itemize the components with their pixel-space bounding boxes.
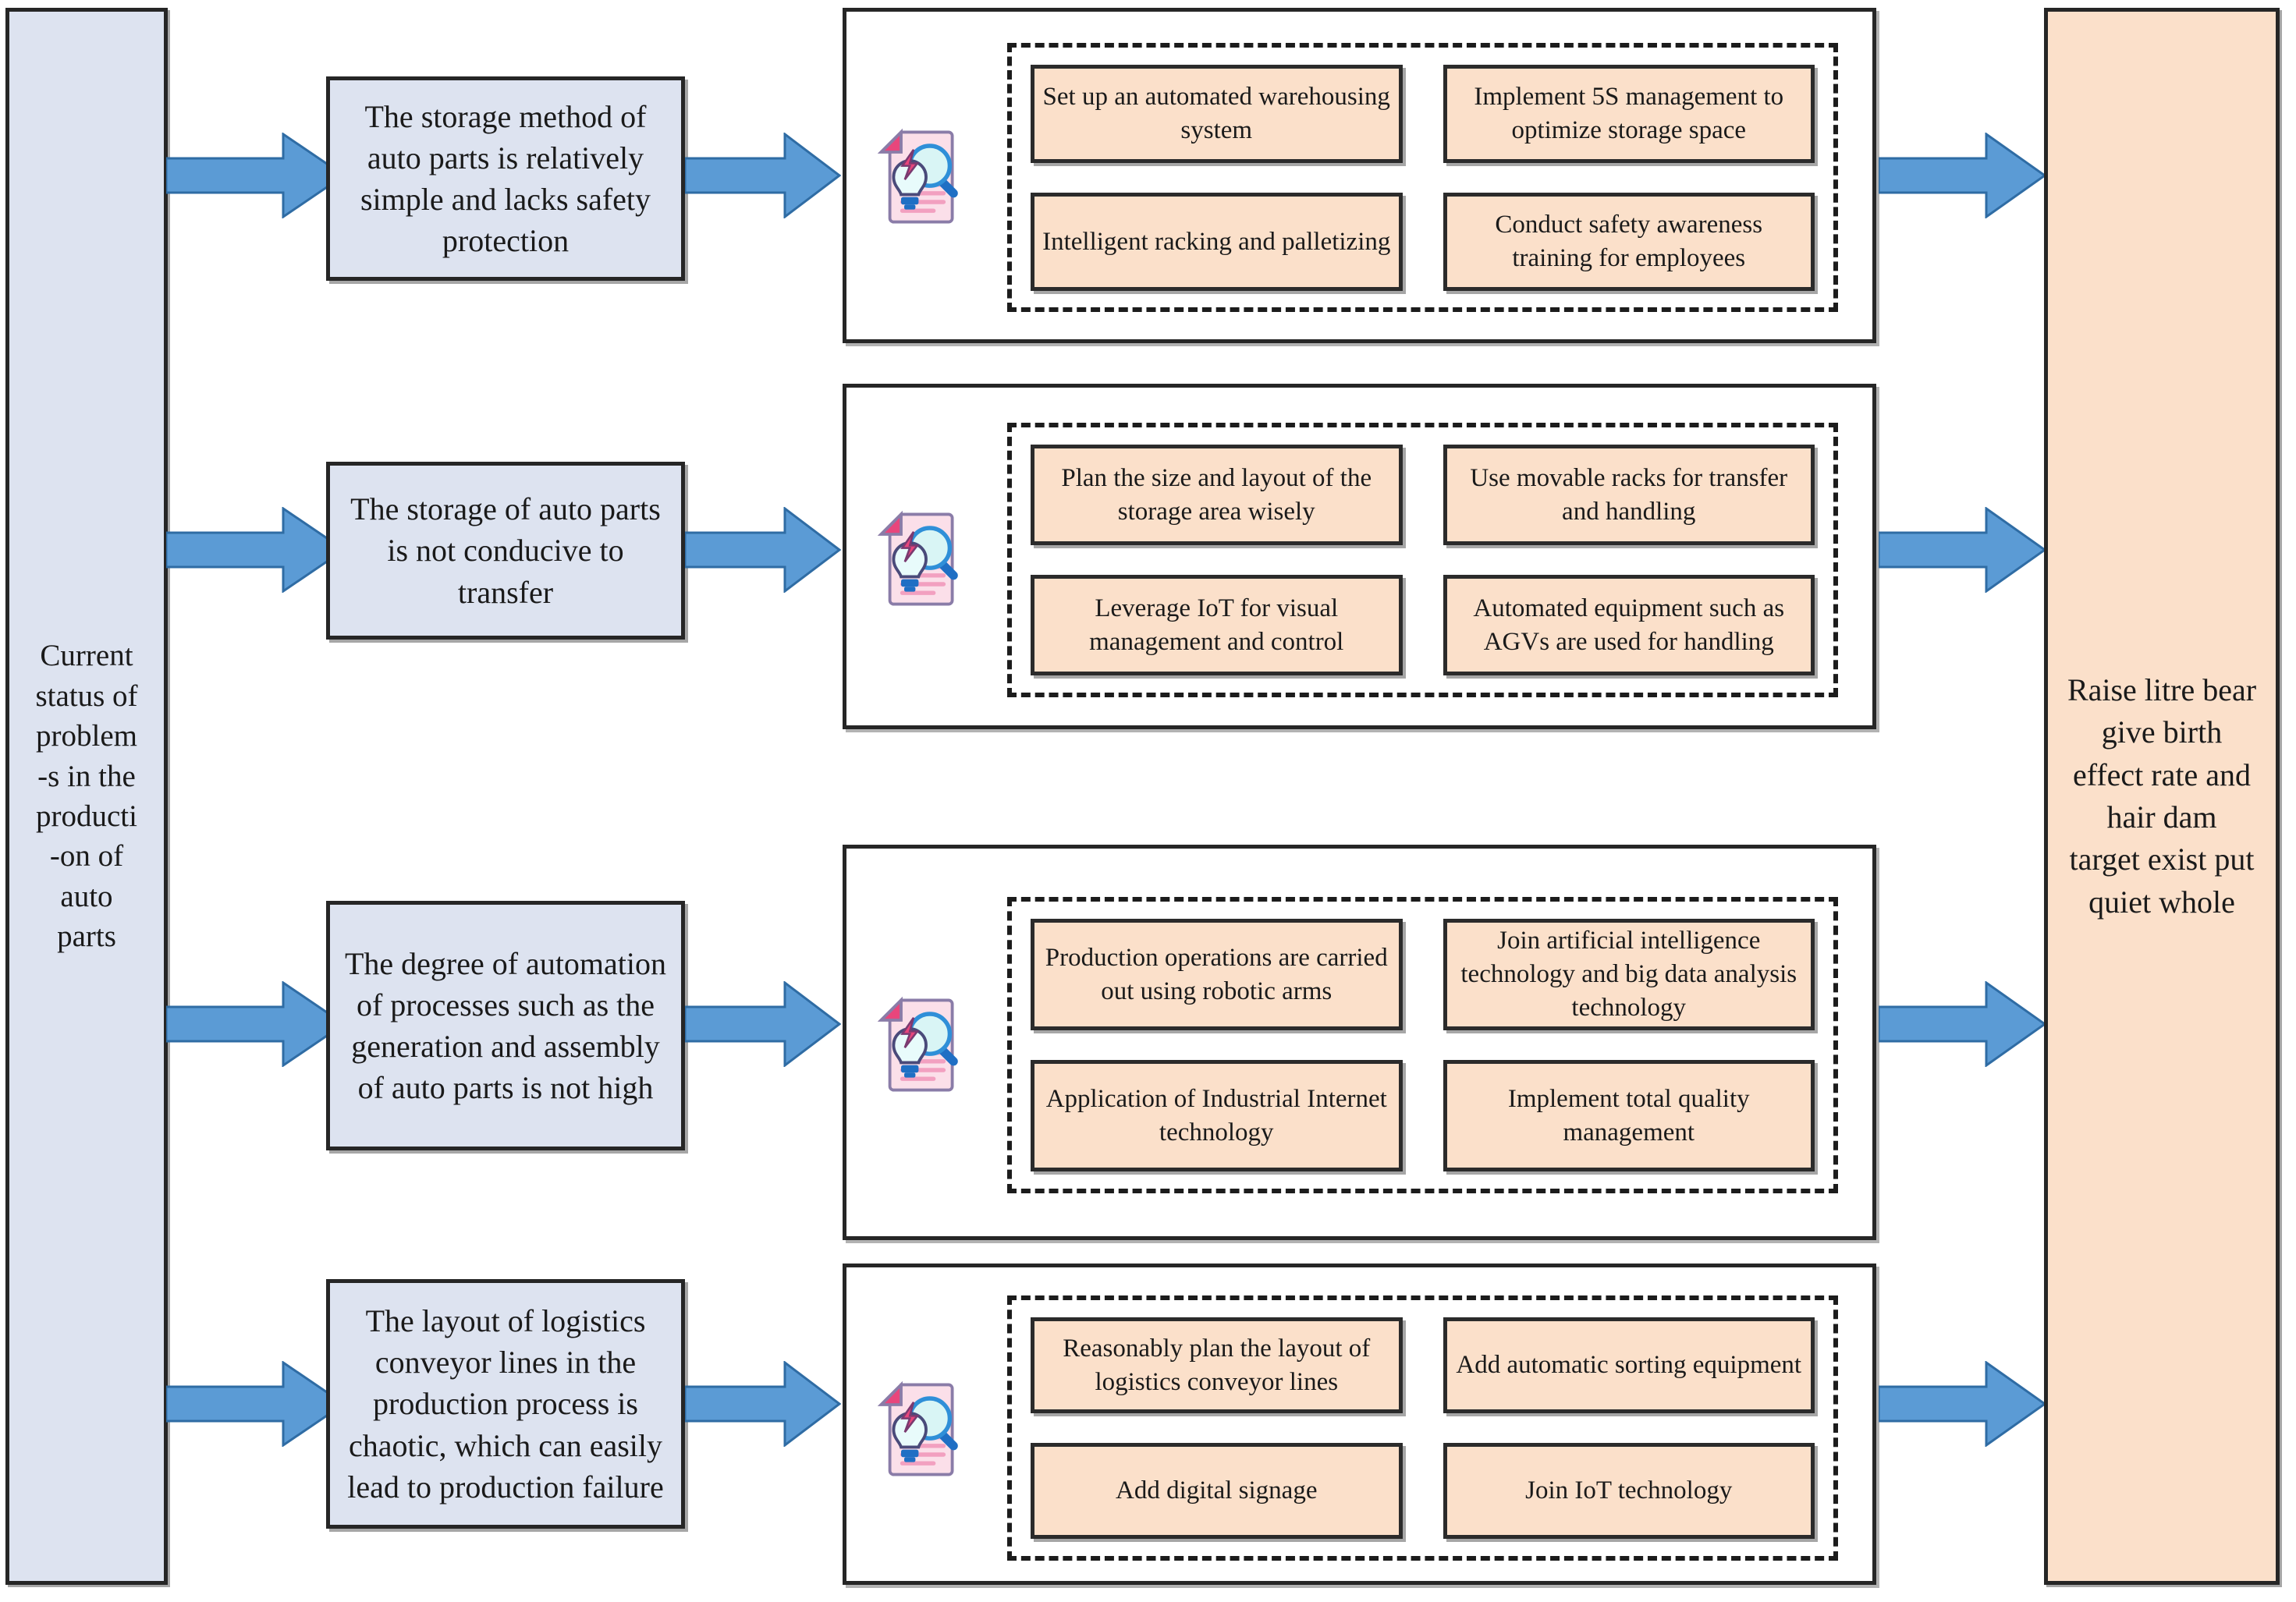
solution-card-label: Production operations are carried out us… bbox=[1045, 943, 1388, 1005]
solution-card-label: Conduct safety awareness training for em… bbox=[1495, 211, 1763, 272]
solution-card-label: Implement 5S management to optimize stor… bbox=[1474, 83, 1784, 144]
solution-dashed-border-1 bbox=[1007, 43, 1838, 312]
solution-grid-4: Reasonably plan the layout of logistics … bbox=[1031, 1317, 1815, 1539]
solution-card: Reasonably plan the layout of logistics … bbox=[1031, 1317, 1403, 1413]
solution-dashed-border-2 bbox=[1007, 423, 1838, 697]
solution-group-4: Reasonably plan the layout of logistics … bbox=[843, 1264, 1876, 1585]
problem-box-1-label: The storage method of auto parts is rela… bbox=[360, 98, 651, 259]
solution-group-3: Production operations are carried out us… bbox=[843, 845, 1876, 1240]
problem-box-4-label: The layout of logistics conveyor lines i… bbox=[347, 1303, 664, 1505]
solution-dashed-border-4 bbox=[1007, 1295, 1838, 1561]
solution-card: Join artificial intelligence technology … bbox=[1443, 919, 1815, 1030]
problem-box-3: The degree of automation of processes su… bbox=[326, 901, 685, 1150]
solution-card-label: Join IoT technology bbox=[1525, 1476, 1733, 1505]
solution-group-2: Plan the size and layout of the storage … bbox=[843, 384, 1876, 729]
solution-card-label: Use movable racks for transfer and handl… bbox=[1470, 463, 1788, 526]
solution-card: Plan the size and layout of the storage … bbox=[1031, 445, 1403, 545]
solution-group-1: Set up an automated warehousing system I… bbox=[843, 8, 1876, 343]
problem-box-2: The storage of auto parts is not conduci… bbox=[326, 462, 685, 640]
document-analysis-idea-icon bbox=[864, 1367, 988, 1492]
arrow-problem-4-to-solutions bbox=[685, 1361, 841, 1447]
solution-card: Automated equipment such as AGVs are use… bbox=[1443, 575, 1815, 675]
solution-card-label: Join artificial intelligence technology … bbox=[1460, 927, 1797, 1022]
arrow-problem-2-to-solutions bbox=[685, 507, 841, 593]
document-analysis-idea-icon bbox=[864, 983, 988, 1108]
solution-card-label: Implement total quality management bbox=[1507, 1084, 1750, 1147]
solution-card: Implement total quality management bbox=[1443, 1060, 1815, 1171]
solution-card: Set up an automated warehousing system bbox=[1031, 65, 1403, 163]
solution-card-label: Intelligent racking and palletizing bbox=[1042, 227, 1391, 256]
arrow-solutions-1-to-result bbox=[1879, 133, 2046, 218]
solution-card-label: Application of Industrial Internet techn… bbox=[1045, 1084, 1387, 1147]
arrow-solutions-3-to-result bbox=[1879, 981, 2046, 1067]
solution-card: Implement 5S management to optimize stor… bbox=[1443, 65, 1815, 163]
solution-card-label: Leverage IoT for visual management and c… bbox=[1089, 594, 1344, 656]
solution-card: Production operations are carried out us… bbox=[1031, 919, 1403, 1030]
solution-grid-2: Plan the size and layout of the storage … bbox=[1031, 445, 1815, 675]
problem-box-3-label: The degree of automation of processes su… bbox=[344, 945, 667, 1106]
solution-card-label: Set up an automated warehousing system bbox=[1042, 83, 1390, 144]
arrow-problem-3-to-solutions bbox=[685, 981, 841, 1067]
solution-card: Join IoT technology bbox=[1443, 1443, 1815, 1539]
arrow-solutions-2-to-result bbox=[1879, 507, 2046, 593]
arrow-source-to-problem-3 bbox=[166, 981, 346, 1067]
solution-card-label: Add automatic sorting equipment bbox=[1456, 1351, 1802, 1380]
solution-grid-3: Production operations are carried out us… bbox=[1031, 919, 1815, 1171]
document-analysis-idea-icon bbox=[864, 497, 988, 622]
solution-card: Intelligent racking and palletizing bbox=[1031, 193, 1403, 291]
solution-card-label: Reasonably plan the layout of logistics … bbox=[1063, 1334, 1371, 1396]
problem-box-4: The layout of logistics conveyor lines i… bbox=[326, 1279, 685, 1529]
solution-card: Conduct safety awareness training for em… bbox=[1443, 193, 1815, 291]
document-analysis-idea-icon bbox=[864, 115, 988, 239]
solution-card-label: Add digital signage bbox=[1116, 1476, 1318, 1505]
arrow-source-to-problem-4 bbox=[166, 1361, 346, 1447]
arrow-source-to-problem-1 bbox=[166, 133, 346, 218]
solution-card: Add automatic sorting equipment bbox=[1443, 1317, 1815, 1413]
problem-box-2-label: The storage of auto parts is not conduci… bbox=[350, 491, 661, 610]
solution-card: Add digital signage bbox=[1031, 1443, 1403, 1539]
arrow-problem-1-to-solutions bbox=[685, 133, 841, 218]
solution-card-label: Automated equipment such as AGVs are use… bbox=[1473, 594, 1785, 656]
solution-dashed-border-3 bbox=[1007, 897, 1838, 1193]
solution-card: Leverage IoT for visual management and c… bbox=[1031, 575, 1403, 675]
solution-card-label: Plan the size and layout of the storage … bbox=[1061, 463, 1372, 526]
solution-grid-1: Set up an automated warehousing system I… bbox=[1031, 65, 1815, 291]
arrow-source-to-problem-2 bbox=[166, 507, 346, 593]
arrow-solutions-4-to-result bbox=[1879, 1361, 2046, 1447]
solution-card: Application of Industrial Internet techn… bbox=[1031, 1060, 1403, 1171]
solution-card: Use movable racks for transfer and handl… bbox=[1443, 445, 1815, 545]
problem-box-1: The storage method of auto parts is rela… bbox=[326, 76, 685, 281]
